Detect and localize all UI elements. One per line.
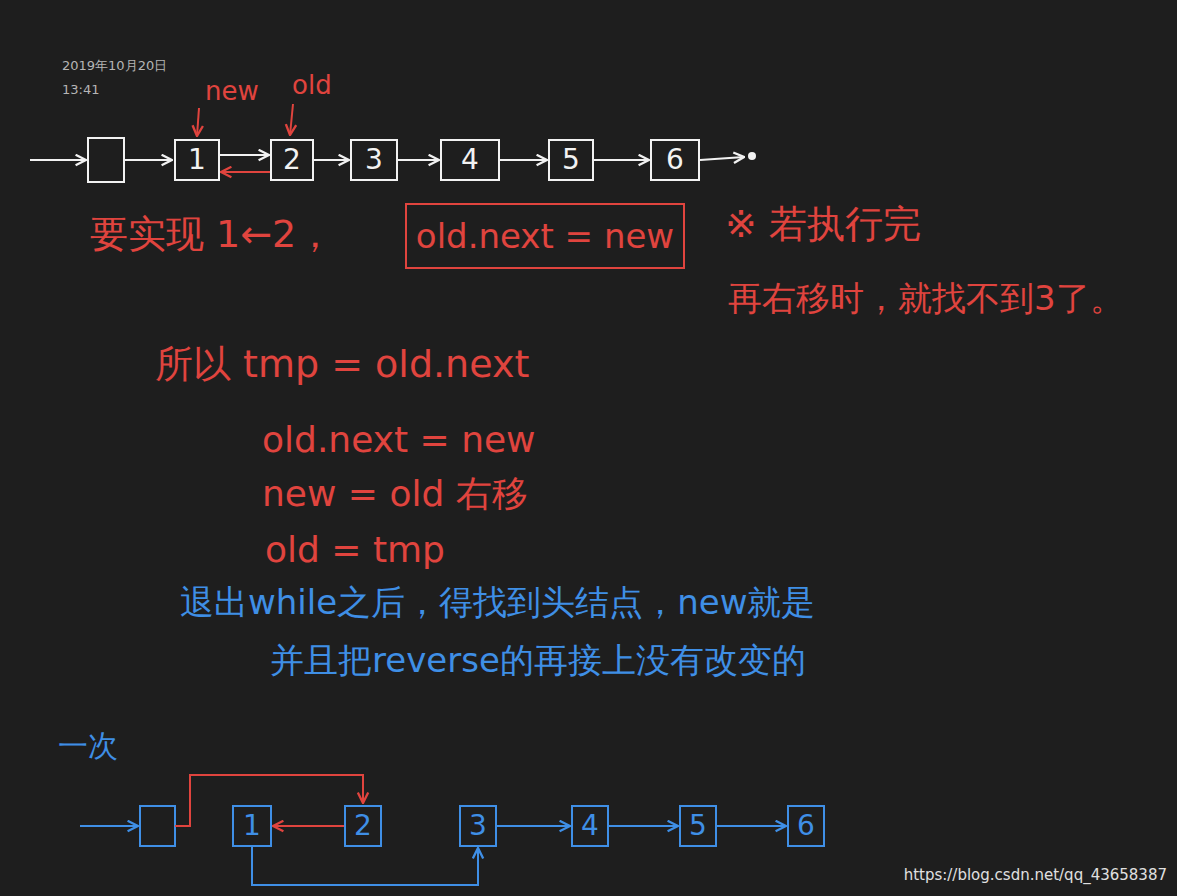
empty-head-box (140, 806, 175, 846)
highlight-box: old.next = new (405, 203, 685, 269)
code-line: old.next = new (262, 418, 536, 461)
date-stamp: 2019年10月20日 (62, 58, 167, 74)
link-arrow (717, 825, 786, 827)
link-arrow (273, 825, 344, 827)
list-node: 4 (440, 139, 500, 181)
node-text: 1 (188, 143, 206, 177)
note-text: ※ 若执行完 (725, 202, 921, 248)
empty-head-box (88, 138, 124, 182)
null-dot (748, 152, 756, 160)
pointer-label: new (205, 76, 259, 107)
head-arrow (80, 825, 138, 827)
list-node: 2 (344, 805, 382, 847)
relink-arrow (175, 775, 363, 826)
code-line: old = tmp (265, 528, 445, 571)
list-node: 1 (174, 139, 220, 181)
pointer-arrow (290, 104, 293, 135)
list-node: 1 (232, 805, 272, 847)
list-node: 5 (548, 139, 594, 181)
list-arrow (124, 159, 172, 161)
code-line: 所以 tmp = old.next (155, 342, 529, 388)
list-node: 4 (571, 805, 609, 847)
time-stamp: 13:41 (62, 82, 99, 98)
list-node: 3 (350, 139, 398, 181)
code-line: new = old 右移 (262, 472, 528, 515)
node-text: 3 (365, 143, 383, 177)
watermark: https://blog.csdn.net/qq_43658387 (904, 866, 1167, 884)
note-text: 再右移时，就找不到3了。 (728, 278, 1124, 319)
node-text: 3 (469, 809, 487, 843)
node-text: 1 (243, 809, 261, 843)
pointer-arrow (197, 108, 199, 136)
list-node: 5 (679, 805, 717, 847)
link-arrow (314, 159, 349, 161)
node-text: 2 (354, 809, 372, 843)
tail-arrow (700, 157, 744, 160)
link-arrow (398, 159, 439, 161)
list-node: 3 (459, 805, 497, 847)
link-arrow (609, 825, 678, 827)
link-arrow (220, 154, 269, 156)
link-arrow (497, 825, 570, 827)
link-arrow (500, 159, 547, 161)
link-arrow (594, 159, 649, 161)
node-text: 5 (689, 809, 707, 843)
node-text: 4 (581, 809, 599, 843)
list-node: 2 (270, 139, 314, 181)
link-arrow (252, 847, 478, 885)
note-text: 退出while之后，得找到头结点，new就是 (180, 582, 815, 623)
node-text: 5 (562, 143, 580, 177)
list-node: 6 (650, 139, 700, 181)
node-text: 6 (666, 143, 684, 177)
pointer-label: old (292, 70, 332, 101)
link-arrow (221, 171, 270, 173)
list-node: 6 (787, 805, 825, 847)
node-text: old.next = new (416, 216, 674, 257)
head-arrow (30, 159, 86, 161)
note-text: 并且把reverse的再接上没有改变的 (270, 640, 806, 681)
node-text: 6 (797, 809, 815, 843)
node-text: 4 (461, 143, 479, 177)
step-label: 一次 (58, 728, 118, 764)
note-text: 要实现 1←2， (90, 212, 334, 258)
node-text: 2 (283, 143, 301, 177)
